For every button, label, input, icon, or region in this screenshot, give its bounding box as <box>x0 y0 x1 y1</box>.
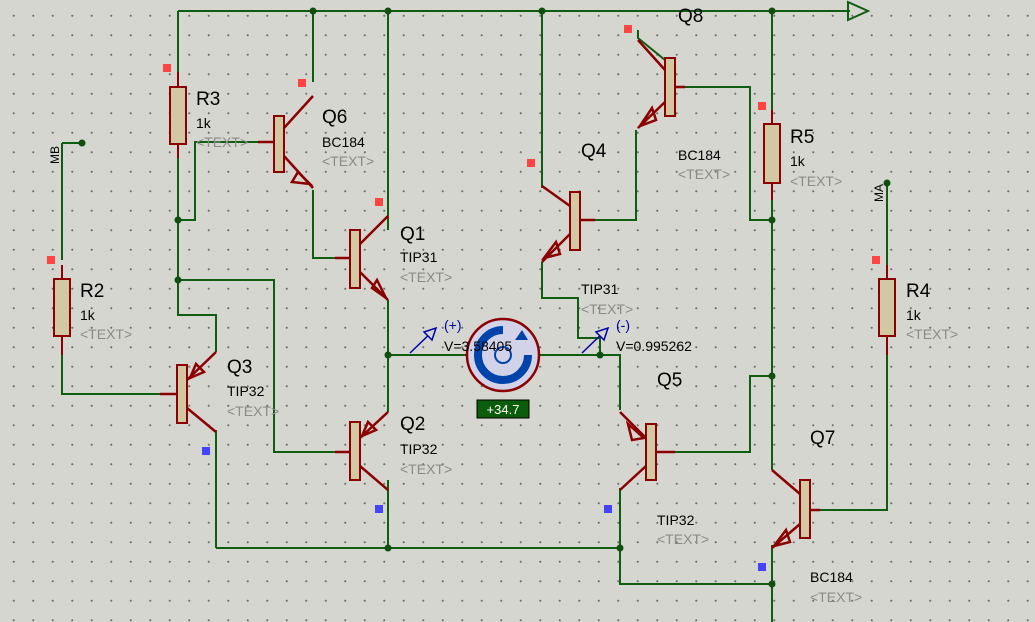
r5-ref: R5 <box>790 127 814 148</box>
pin-marker-red <box>163 64 171 72</box>
junction-dots <box>78 7 891 588</box>
r5-value: 1k <box>790 153 806 169</box>
r2-value: 1k <box>80 307 96 323</box>
probe-right-sign: (-) <box>616 317 630 333</box>
probe-right-reading: V=0.995262 <box>616 338 692 354</box>
pin-marker-red <box>375 198 383 206</box>
terminal-mb-label[interactable]: MB <box>48 146 62 164</box>
q3-text: <TEXT> <box>227 403 279 419</box>
transistor-q5[interactable] <box>604 411 675 513</box>
r3-text: <TEXT> <box>196 134 248 150</box>
q6-ref: Q6 <box>322 107 347 128</box>
q5-value: TIP32 <box>657 512 695 528</box>
wires <box>61 10 888 622</box>
r2-ref: R2 <box>80 281 104 302</box>
q5-text: <TEXT> <box>657 531 709 547</box>
probe-left-reading: V=3.58405 <box>444 338 512 354</box>
motor-speed-value: +34.7 <box>487 402 520 417</box>
voltage-probe-right[interactable] <box>581 326 610 354</box>
transistor-q3[interactable] <box>160 351 217 455</box>
motor-speed-display <box>476 399 530 419</box>
r5-text: <TEXT> <box>790 173 842 189</box>
q7-value: BC184 <box>810 569 853 585</box>
q1-ref: Q1 <box>400 224 425 245</box>
transistor-q7[interactable] <box>758 469 820 571</box>
pin-marker-red <box>872 256 880 264</box>
r4-value: 1k <box>906 307 922 323</box>
resistor-r5[interactable] <box>758 102 781 200</box>
q3-value: TIP32 <box>227 383 265 399</box>
resistor-r4[interactable] <box>872 256 896 355</box>
pin-marker-red <box>527 159 535 167</box>
pin-marker-blue <box>202 447 210 455</box>
q2-text: <TEXT> <box>400 461 452 477</box>
q8-value: BC184 <box>678 147 721 163</box>
resistor-r3[interactable] <box>163 64 187 158</box>
transistor-q4[interactable] <box>527 159 595 263</box>
q4-ref: Q4 <box>581 141 607 162</box>
probe-left-sign: (+) <box>444 317 462 333</box>
component-labels: R3 1k <TEXT> R2 1k <TEXT> R5 1k <TEXT> R… <box>48 6 958 605</box>
power-rail-arrow <box>847 0 871 22</box>
q5-ref: Q5 <box>657 370 682 391</box>
q8-text: <TEXT> <box>678 166 730 182</box>
pin-marker-red <box>47 256 55 264</box>
q7-ref: Q7 <box>810 428 835 449</box>
r3-value: 1k <box>196 115 212 131</box>
q6-value: BC184 <box>322 134 365 150</box>
q8-ref: Q8 <box>678 6 703 27</box>
transistor-q2[interactable] <box>335 411 389 513</box>
q7-text: <TEXT> <box>810 589 862 605</box>
resistor-r2[interactable] <box>47 256 71 355</box>
q4-value: TIP31 <box>581 281 619 297</box>
transistor-q1[interactable] <box>335 198 389 301</box>
pin-marker-red <box>758 102 766 110</box>
pin-marker-blue <box>604 505 612 513</box>
dc-motor[interactable]: +34.7 <box>465 317 541 419</box>
pin-marker-red <box>624 25 632 33</box>
r4-ref: R4 <box>906 281 931 302</box>
q1-text: <TEXT> <box>400 269 452 285</box>
q4-text: <TEXT> <box>581 301 633 317</box>
r3-ref: R3 <box>196 89 220 110</box>
terminal-ma-label[interactable]: MA <box>872 184 886 202</box>
transistor-q6[interactable] <box>258 79 314 189</box>
q1-value: TIP31 <box>400 249 438 265</box>
r4-text: <TEXT> <box>906 326 958 342</box>
transistor-q8[interactable] <box>624 25 685 129</box>
q2-value: TIP32 <box>400 441 438 457</box>
q6-text: <TEXT> <box>322 153 374 169</box>
voltage-probe-left[interactable] <box>409 326 438 354</box>
pin-marker-blue <box>375 505 383 513</box>
pin-marker-blue <box>758 563 766 571</box>
pin-marker-red <box>298 79 306 87</box>
r2-text: <TEXT> <box>80 326 132 342</box>
q2-ref: Q2 <box>400 414 425 435</box>
q3-ref: Q3 <box>227 357 252 378</box>
